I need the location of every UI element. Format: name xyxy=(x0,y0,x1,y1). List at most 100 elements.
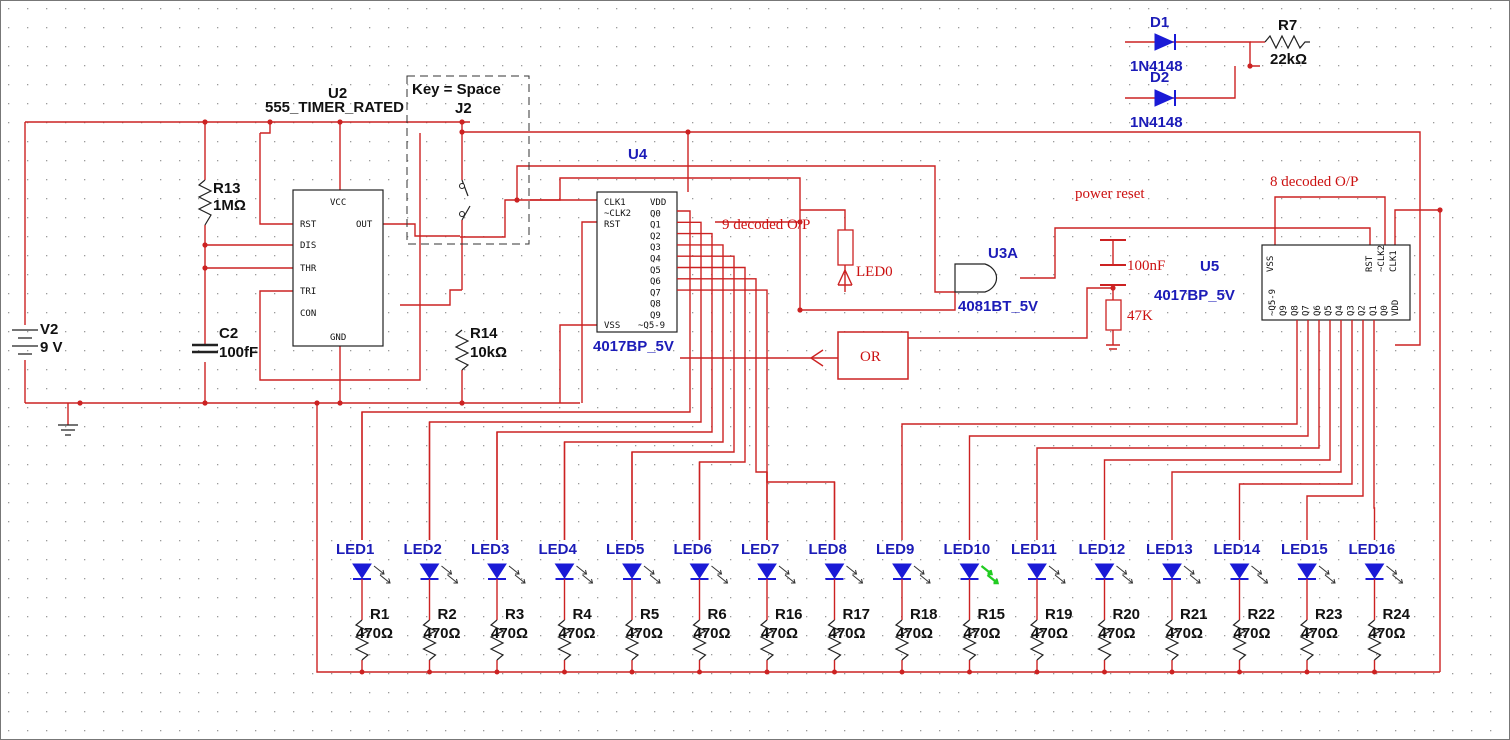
cap-reset-value: 100nF xyxy=(1127,258,1165,274)
u2-pin-rst: RST xyxy=(300,220,317,230)
resistor-icon xyxy=(827,619,842,661)
resistor-value: 470Ω xyxy=(559,625,596,642)
c2-value: 100fF xyxy=(219,344,258,361)
ic-u2-555-timer[interactable]: U2 555_TIMER_RATED VCC RST DIS THR TRI C… xyxy=(265,85,404,347)
resistor-value: 470Ω xyxy=(1031,625,1068,642)
u4-ref: U4 xyxy=(628,146,648,163)
or-gate-block[interactable]: OR xyxy=(809,331,909,380)
ground-junction xyxy=(832,669,837,675)
r14-ref: R14 xyxy=(470,325,498,342)
switch-j2[interactable]: Key = Space J2 xyxy=(406,75,530,245)
u5-pin-q1: Q1 xyxy=(1369,305,1379,316)
led-label: LED5 xyxy=(606,541,644,558)
resistor-icon xyxy=(1367,619,1382,661)
u2-pin-out: OUT xyxy=(356,220,373,230)
u5-value: 4017BP_5V xyxy=(1154,287,1235,304)
u4-pin-vss: VSS xyxy=(604,321,620,331)
v2-value: 9 V xyxy=(40,339,63,356)
led-label: LED4 xyxy=(539,541,578,558)
u4-value: 4017BP_5V xyxy=(593,338,674,355)
led-icon xyxy=(1229,563,1250,579)
led0-indicator[interactable]: LED0 xyxy=(837,229,893,286)
u4-pin-vdd: VDD xyxy=(650,198,666,208)
resistor-r14[interactable]: R14 10kΩ xyxy=(454,325,507,371)
ground-junction xyxy=(1304,669,1310,675)
resistor-r13[interactable]: R13 1MΩ xyxy=(197,179,246,226)
u5-q-line xyxy=(1373,320,1376,540)
u4-pin-q4: Q4 xyxy=(650,255,661,265)
annotation-power-reset: power reset xyxy=(1075,186,1145,202)
capacitor-c2[interactable]: C2 100fF xyxy=(192,325,258,361)
resistor-value: 470Ω xyxy=(964,625,1001,642)
gate-u3a-and[interactable]: U3A 4081BT_5V xyxy=(954,245,1038,315)
annotation-8-decoded-output: 8 decoded O/P xyxy=(1270,174,1358,190)
led-icon xyxy=(487,563,507,579)
capacitor-reset[interactable]: 100nF xyxy=(1100,239,1165,286)
resistor-ref: R18 xyxy=(910,606,938,623)
led-icon xyxy=(1297,563,1317,579)
resistor-ref: R24 xyxy=(1383,606,1411,623)
battery-v2[interactable]: V2 9 V xyxy=(12,321,63,356)
u5-pin-q59: ~Q5-9 xyxy=(1268,289,1278,316)
resistor-icon xyxy=(624,619,640,661)
u2-pin-con: CON xyxy=(300,309,316,319)
ground-junction xyxy=(1169,669,1175,675)
u5-pin-vdd: VDD xyxy=(1391,300,1401,316)
u5-q-line xyxy=(1036,320,1320,540)
led-icon xyxy=(959,563,980,579)
res-reset-value: 47K xyxy=(1127,308,1153,324)
resistor-reset[interactable]: 47K xyxy=(1105,299,1153,350)
u4-pin-q2: Q2 xyxy=(650,232,661,242)
diode-d2[interactable]: D2 1N4148 xyxy=(1130,69,1183,131)
annotation-9-decoded-output: 9 decoded O/P xyxy=(722,217,810,233)
wire-junction xyxy=(202,400,208,406)
wire-junction xyxy=(202,242,208,248)
led-label: LED1 xyxy=(336,541,374,558)
ground-junction xyxy=(427,669,432,675)
r7-ref: R7 xyxy=(1278,17,1297,34)
resistor-ref: R4 xyxy=(573,606,593,623)
light-emission-icon xyxy=(711,565,729,584)
wire-junction xyxy=(797,307,803,313)
light-emission-icon xyxy=(643,565,661,584)
ground-junction xyxy=(359,669,365,675)
diode-d1[interactable]: D1 1N4148 xyxy=(1130,14,1183,75)
wire-junction xyxy=(77,400,83,406)
u4-pin-q8: Q8 xyxy=(650,300,661,310)
u5-pin-q3: Q3 xyxy=(1346,305,1356,316)
resistor-value: 470Ω xyxy=(896,625,933,642)
wire-junction xyxy=(1437,207,1443,213)
v2-ref: V2 xyxy=(40,321,58,338)
led-icon xyxy=(622,563,642,579)
wire-junction xyxy=(202,119,208,125)
resistor-value: 470Ω xyxy=(694,625,731,642)
wire-junction xyxy=(797,219,803,225)
ic-u4-4017[interactable]: U4 4017BP_5V CLK1 ~CLK2 RST VSS VDDQ0Q1Q… xyxy=(593,146,678,355)
resistor-ref: R1 xyxy=(370,606,389,623)
u4-pin-clk1: CLK1 xyxy=(604,198,626,208)
resistor-r7[interactable]: R7 22kΩ xyxy=(1264,17,1310,68)
resistor-ref: R2 xyxy=(438,606,457,623)
resistor-value: 470Ω xyxy=(1301,625,1338,642)
ground-junction xyxy=(562,669,567,675)
led-label: LED8 xyxy=(809,541,847,558)
resistor-value: 470Ω xyxy=(1099,625,1136,642)
